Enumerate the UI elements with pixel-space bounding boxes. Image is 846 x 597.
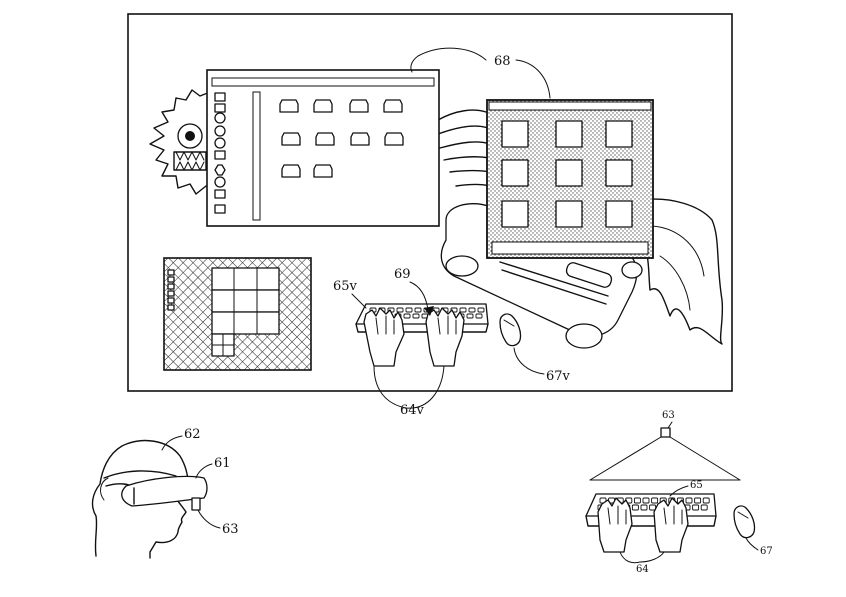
leader-62 xyxy=(161,435,183,451)
key xyxy=(414,307,422,313)
key xyxy=(633,497,641,504)
leader-65v xyxy=(351,293,367,309)
monster-icon xyxy=(149,89,223,195)
key xyxy=(403,313,411,319)
leader-63-hmd xyxy=(197,509,221,529)
ref-label-63-hmd: 63 xyxy=(222,522,239,537)
mouse-icon xyxy=(499,313,522,347)
mouse-icon xyxy=(733,505,756,539)
ref-label-63-cam: 63 xyxy=(662,410,675,421)
ref-label-68: 68 xyxy=(494,54,511,69)
camera-view-right xyxy=(669,436,741,481)
leader-64v xyxy=(373,365,445,409)
camera-view-left xyxy=(589,436,662,481)
key xyxy=(396,307,404,313)
leader-61 xyxy=(195,463,213,479)
window-folder-icons xyxy=(279,99,404,178)
ref-label-61: 61 xyxy=(214,456,231,471)
ref-label-67v: 67v xyxy=(546,369,571,384)
key xyxy=(468,307,476,313)
key xyxy=(466,313,474,319)
head-mounted-display-icon xyxy=(103,470,208,511)
window-sidebar-icons xyxy=(214,92,226,214)
key xyxy=(685,497,693,504)
key xyxy=(412,313,420,319)
ref-label-65v: 65v xyxy=(333,279,358,294)
user-head xyxy=(91,439,189,559)
wing-icon xyxy=(639,198,724,345)
panel-tile-grid xyxy=(211,267,280,357)
hand-icon xyxy=(653,497,689,553)
key xyxy=(651,497,659,504)
panel-side-icons xyxy=(167,269,175,311)
ref-label-62: 62 xyxy=(184,427,201,442)
leader-69 xyxy=(409,281,429,311)
hand-icon xyxy=(425,307,465,367)
leader-68b xyxy=(515,59,551,99)
ref-label-67: 67 xyxy=(760,546,773,557)
tablet-app-grid xyxy=(501,120,633,228)
key xyxy=(405,307,413,313)
key xyxy=(702,497,710,504)
hatched-panel xyxy=(163,257,312,371)
key xyxy=(692,504,700,511)
desktop-window xyxy=(206,69,440,227)
ref-label-65: 65 xyxy=(690,480,703,491)
camera-icon xyxy=(660,427,671,438)
leader-68 xyxy=(410,47,487,73)
tablet-screen xyxy=(486,99,654,259)
leader-65 xyxy=(669,485,689,497)
leader-63-cam xyxy=(667,421,673,429)
leader-67 xyxy=(745,537,759,551)
key xyxy=(700,504,708,511)
key xyxy=(459,307,467,313)
hand-icon xyxy=(363,307,405,367)
ref-label-64: 64 xyxy=(636,564,649,575)
leader-67v xyxy=(513,347,545,375)
key xyxy=(642,497,650,504)
ref-label-64v: 64v xyxy=(400,403,425,418)
key xyxy=(640,504,648,511)
key xyxy=(475,313,483,319)
ref-label-69: 69 xyxy=(394,267,411,282)
hand-icon xyxy=(597,497,633,553)
arrow-69 xyxy=(424,306,434,316)
key xyxy=(477,307,485,313)
key xyxy=(694,497,702,504)
key xyxy=(631,504,639,511)
leader-64 xyxy=(619,551,665,564)
